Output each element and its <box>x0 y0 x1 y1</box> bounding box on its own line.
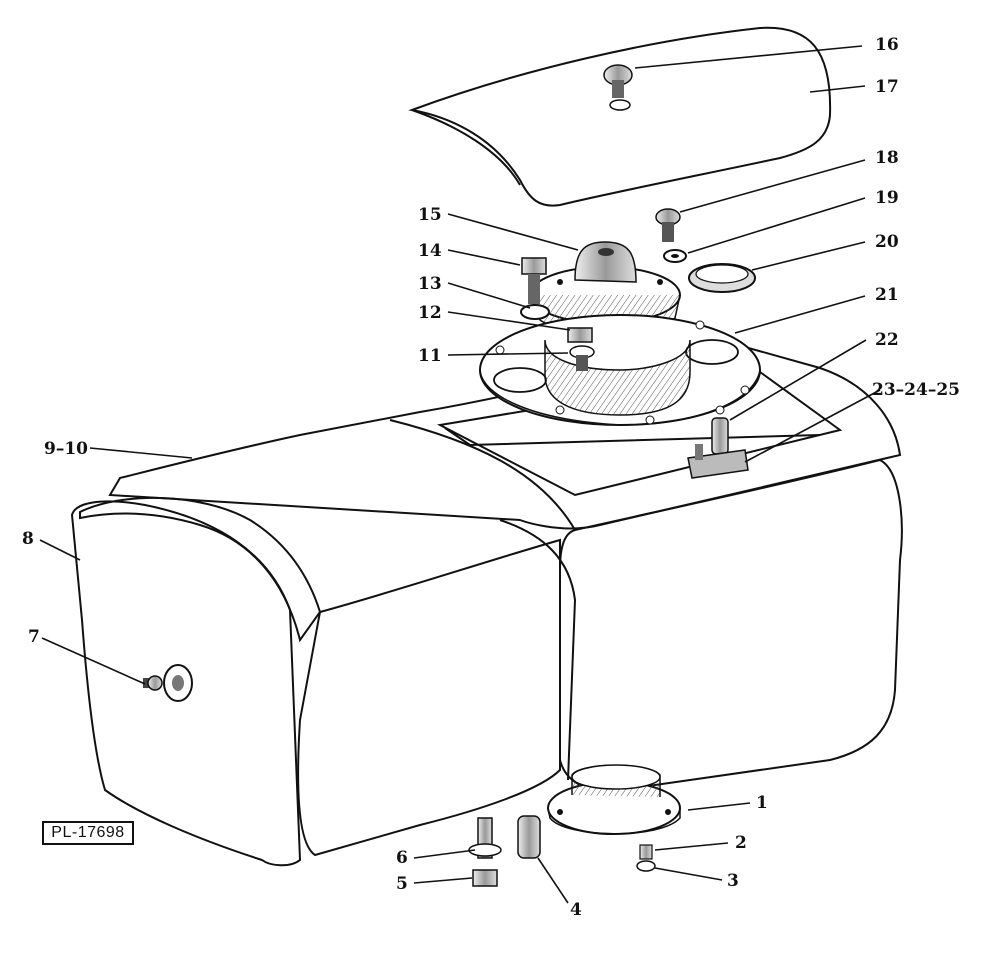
callout-7: 7 <box>28 627 40 647</box>
part-17-cover <box>408 26 832 207</box>
callout-1: 1 <box>756 793 768 813</box>
callout-12: 12 <box>418 303 442 323</box>
callout-3: 3 <box>727 871 739 891</box>
callout-2: 2 <box>735 833 747 853</box>
part-14-bolt <box>521 257 547 304</box>
callout-14: 14 <box>418 241 442 261</box>
callout-20: 20 <box>875 232 899 252</box>
leader-lines <box>39 45 881 904</box>
callout-15: 15 <box>418 205 442 225</box>
callout-labels: 16 17 18 19 20 21 22 23–24–25 15 14 13 1… <box>22 35 960 920</box>
part-11-stud <box>569 345 595 371</box>
part-13-washer <box>520 304 550 320</box>
callout-6: 6 <box>396 848 408 868</box>
part-4-pin <box>517 815 541 859</box>
part-18-screw <box>655 208 681 242</box>
part-3-washer <box>636 860 656 872</box>
callout-17: 17 <box>875 77 899 97</box>
mount-boss <box>163 664 193 702</box>
callout-21: 21 <box>875 285 899 305</box>
part-23-24-25-block <box>687 444 749 479</box>
callout-23-24-25: 23–24–25 <box>872 380 960 400</box>
callout-18: 18 <box>875 148 899 168</box>
callout-9-10: 9–10 <box>44 439 88 459</box>
part-21-flange <box>479 314 761 426</box>
tank-body <box>70 338 903 867</box>
callout-19: 19 <box>875 188 899 208</box>
part-5-nut <box>472 869 498 887</box>
callout-22: 22 <box>875 330 899 350</box>
part-19-washer <box>663 249 687 263</box>
part-20-ring <box>688 263 756 293</box>
part-7-screw <box>143 675 163 691</box>
part-16-screw <box>603 64 633 111</box>
part-12-nut <box>567 327 593 343</box>
part-22-pin <box>711 417 729 455</box>
callout-16: 16 <box>875 35 899 55</box>
callout-8: 8 <box>22 529 34 549</box>
callout-4: 4 <box>570 900 582 920</box>
part-6-bolt <box>468 817 502 859</box>
part-2-screw <box>639 844 653 860</box>
part-1-flange <box>547 764 681 835</box>
callout-5: 5 <box>396 874 408 894</box>
plate-code-label: PL-17698 <box>42 821 134 845</box>
callout-13: 13 <box>418 274 442 294</box>
callout-11: 11 <box>418 346 442 366</box>
